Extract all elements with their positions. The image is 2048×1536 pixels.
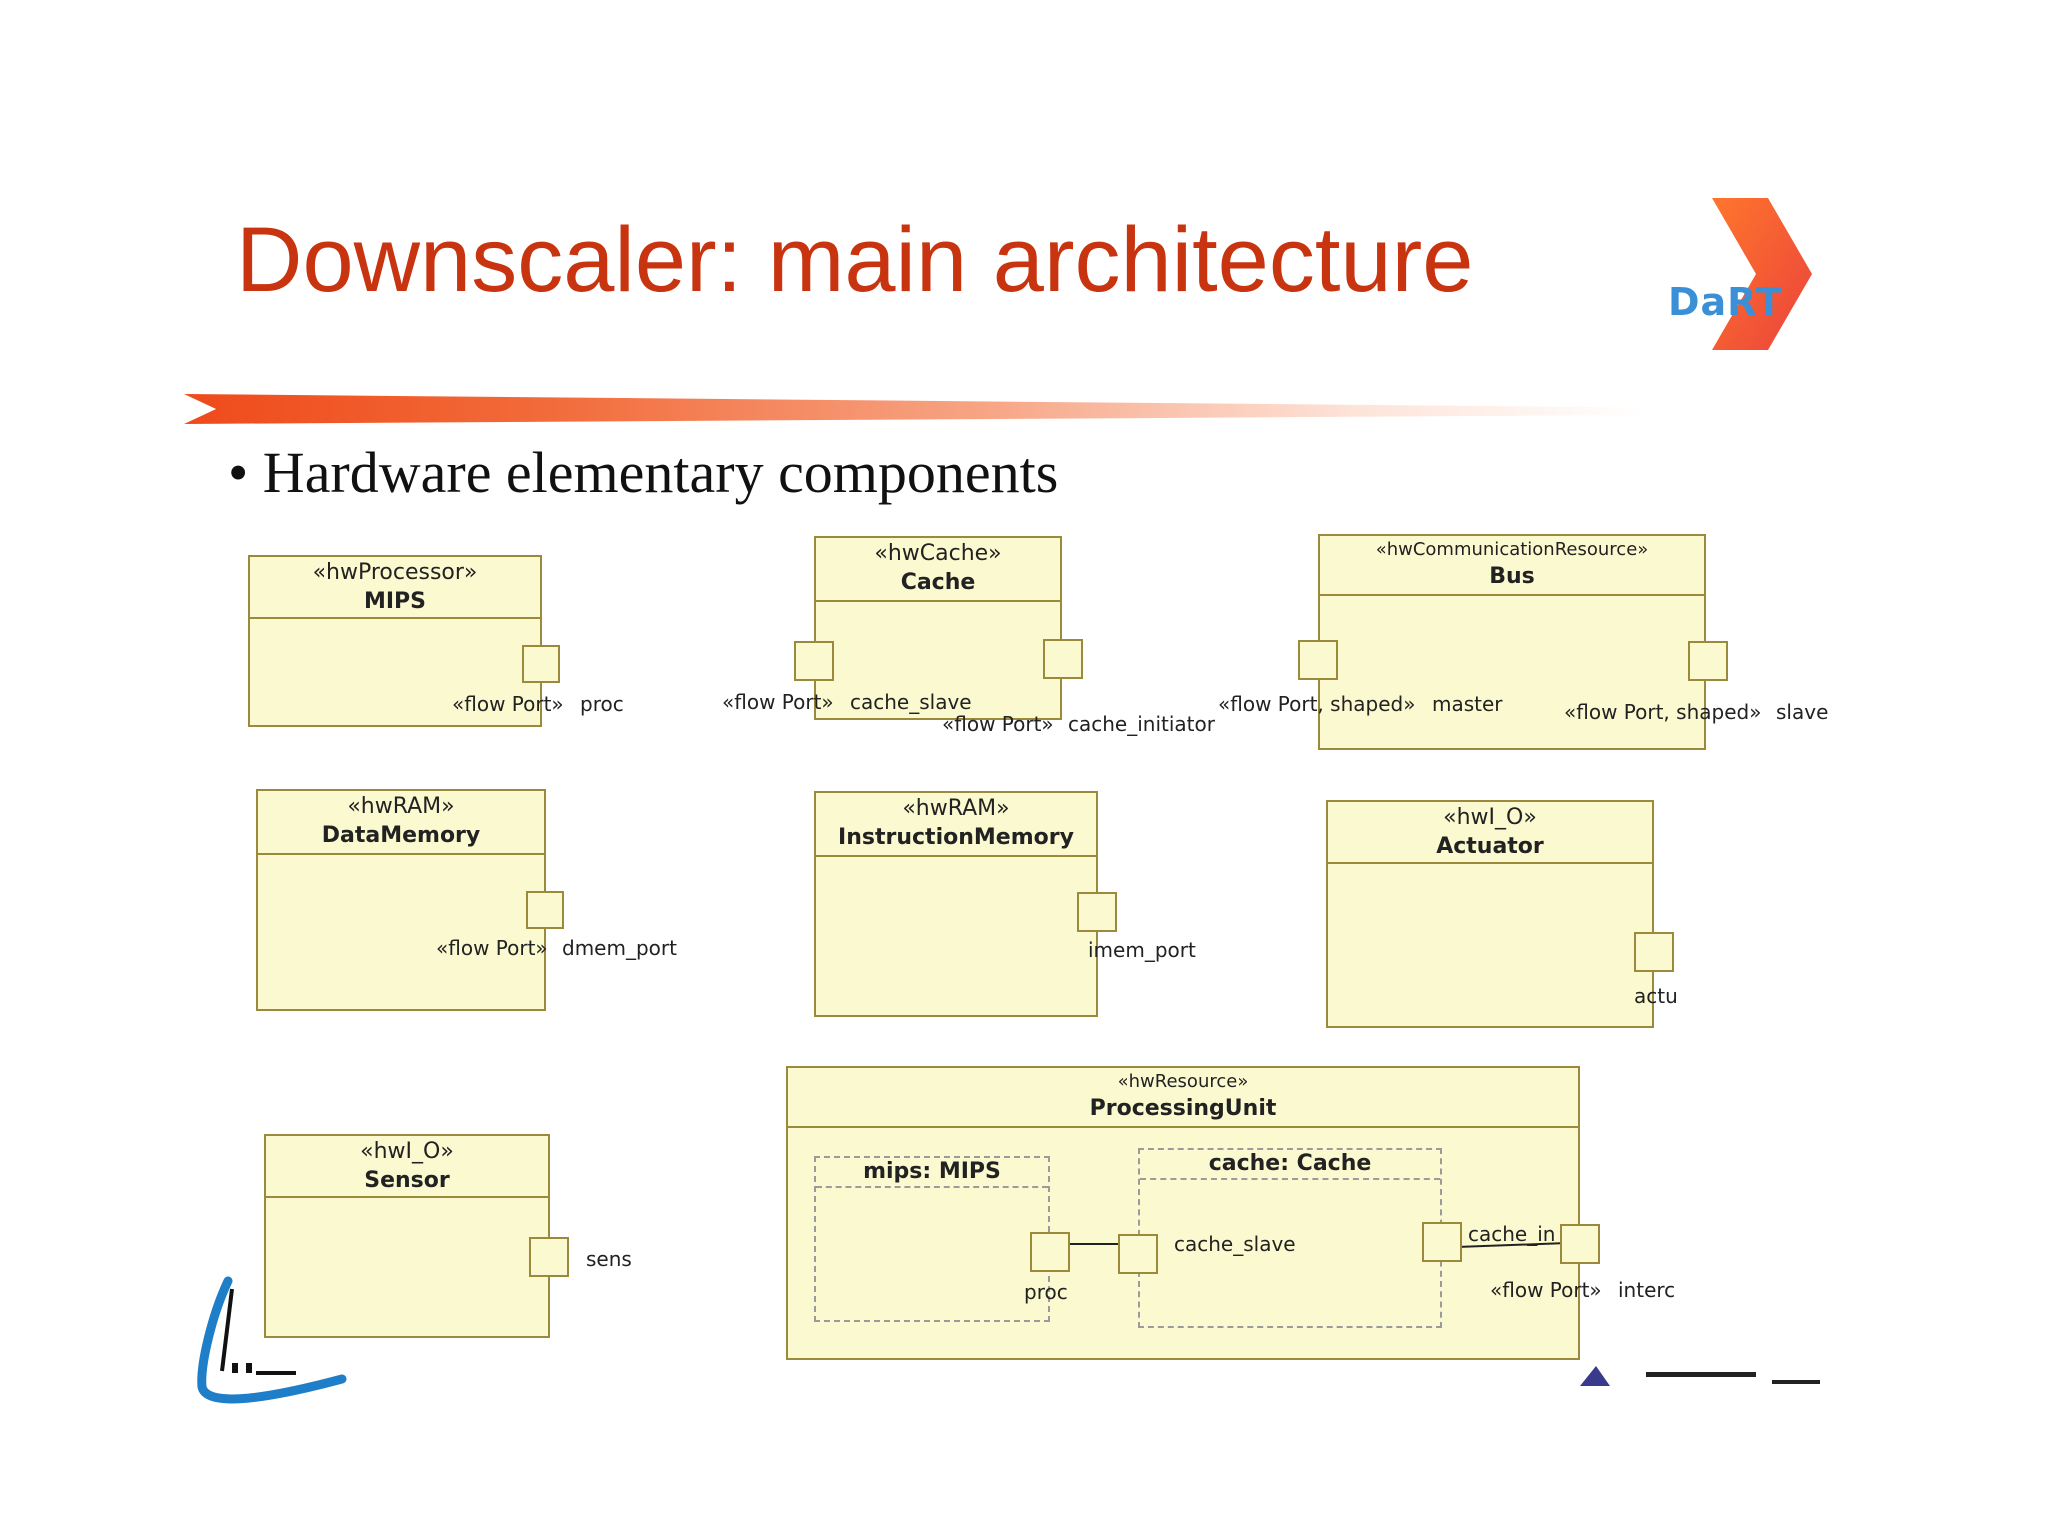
port-cache-initiator[interactable] [1043, 639, 1083, 679]
right-partner-logo [1576, 1364, 1826, 1390]
port-stereotype-label: «flow Port» [942, 712, 1054, 736]
port-name-label: interc [1618, 1278, 1676, 1302]
port-stereotype-label: «flow Port» [722, 690, 834, 714]
port-cache-slave[interactable] [794, 641, 834, 681]
port-stereotype-label: «flow Port» [436, 936, 548, 960]
title-underline-swoosh [184, 394, 1644, 424]
dart-logo: DaRT [1660, 192, 1820, 352]
port-stereotype-label: «flow Port, shaped» [1564, 700, 1762, 724]
class-name: DataMemory [321, 823, 481, 848]
port-part-proc[interactable] [1030, 1232, 1070, 1272]
class-name: MIPS [363, 589, 427, 614]
port-name-label: cache_slave [1174, 1232, 1296, 1256]
part-name: cache: Cache [1140, 1150, 1440, 1180]
port-dmem[interactable] [526, 891, 564, 929]
class-instructionmemory: «hwRAM» InstructionMemory [814, 791, 1098, 1017]
port-name-label: cache_slave [850, 690, 972, 714]
stereotype-label: «hwRAM» [902, 796, 1010, 821]
port-name-label: imem_port [1088, 938, 1196, 962]
port-name-label: cache_in [1468, 1222, 1556, 1246]
left-partner-logo [192, 1275, 352, 1405]
stereotype-label: «hwProcessor» [312, 560, 478, 585]
port-stereotype-label: «flow Port, shaped» [1218, 692, 1416, 716]
class-name: Cache [900, 570, 976, 595]
stereotype-label: «hwCommunicationResource» [1375, 539, 1649, 560]
connector-proc-cache [1070, 1243, 1120, 1245]
class-cache: «hwCache» Cache [814, 536, 1062, 720]
stereotype-label: «hwRAM» [347, 794, 455, 819]
port-slave[interactable] [1688, 641, 1728, 681]
port-imem[interactable] [1077, 892, 1117, 932]
class-processingunit: «hwResource» ProcessingUnit [786, 1066, 1580, 1360]
part-mips: mips: MIPS [814, 1156, 1050, 1322]
port-proc[interactable] [522, 645, 560, 683]
partner-logo-icon [1580, 1366, 1820, 1386]
port-name-label: proc [1024, 1280, 1068, 1304]
class-actuator: «hwI_O» Actuator [1326, 800, 1654, 1028]
class-name: Actuator [1436, 834, 1544, 859]
stereotype-label: «hwI_O» [1443, 805, 1537, 830]
class-name: Sensor [364, 1168, 450, 1193]
port-interc[interactable] [1560, 1224, 1600, 1264]
class-mips: «hwProcessor» MIPS [248, 555, 542, 727]
bullet-hardware-components: • Hardware elementary components [228, 440, 1059, 505]
stereotype-label: «hwCache» [874, 541, 1002, 566]
port-name-label: proc [580, 692, 624, 716]
port-name-label: master [1432, 692, 1503, 716]
port-name-label: cache_initiator [1068, 712, 1215, 736]
port-name-label: actu [1634, 984, 1678, 1008]
port-sens[interactable] [529, 1237, 569, 1277]
dart-logo-text: DaRT [1668, 280, 1783, 324]
port-name-label: sens [586, 1247, 632, 1271]
port-name-label: dmem_port [562, 936, 677, 960]
port-part-cache-slave[interactable] [1118, 1234, 1158, 1274]
swoosh-logo-icon [197, 1276, 347, 1404]
port-part-cache-in[interactable] [1422, 1222, 1462, 1262]
stereotype-label: «hwResource» [1117, 1071, 1249, 1092]
port-actu[interactable] [1634, 932, 1674, 972]
page-title: Downscaler: main architecture [236, 209, 1474, 311]
port-stereotype-label: «flow Port» [452, 692, 564, 716]
port-master[interactable] [1298, 640, 1338, 680]
class-name: Bus [1489, 564, 1535, 589]
stereotype-label: «hwI_O» [360, 1139, 454, 1164]
port-stereotype-label: «flow Port» [1490, 1278, 1602, 1302]
class-sensor: «hwI_O» Sensor [264, 1134, 550, 1338]
class-bus: «hwCommunicationResource» Bus [1318, 534, 1706, 750]
class-name: InstructionMemory [838, 825, 1074, 850]
class-name: ProcessingUnit [1089, 1096, 1277, 1121]
port-name-label: slave [1776, 700, 1829, 724]
dart-chevron-icon [1712, 198, 1812, 350]
class-datamemory: «hwRAM» DataMemory [256, 789, 546, 1011]
part-name: mips: MIPS [816, 1158, 1048, 1188]
